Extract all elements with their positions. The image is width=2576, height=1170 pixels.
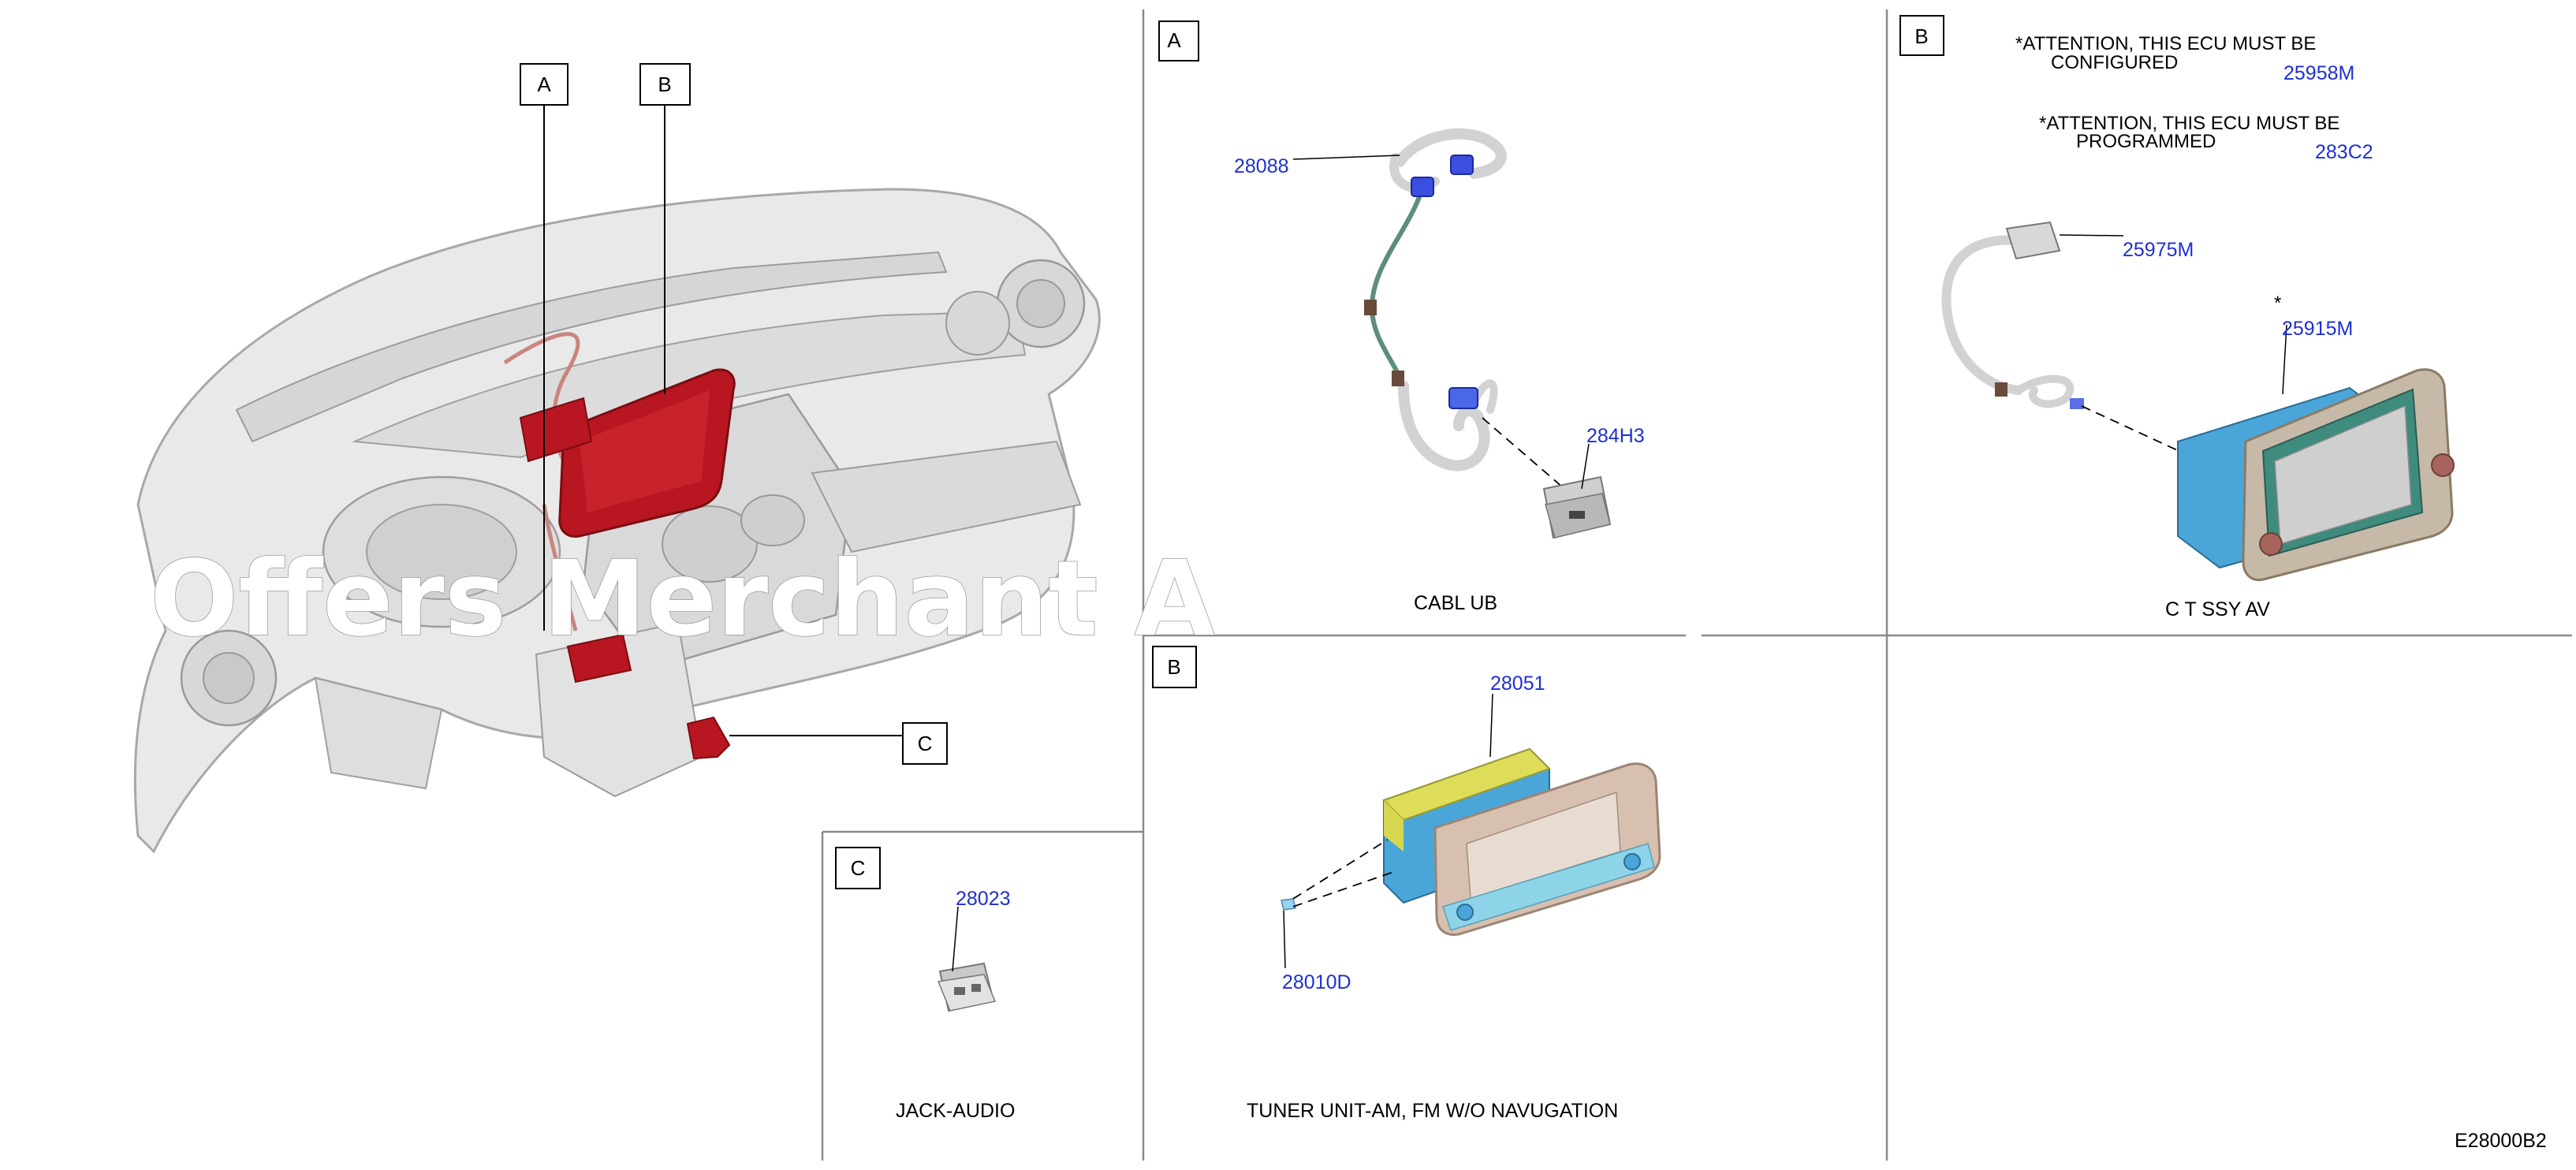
av-clip bbox=[1995, 382, 2007, 397]
jack-audio-part bbox=[937, 962, 997, 1012]
panel-b-top: B *ATTENTION, THIS ECU MUST BE CONFIGURE… bbox=[1899, 15, 2455, 620]
panel-b-bottom-caption: TUNER UNIT-AM, FM W/O NAVUGATION bbox=[1247, 1100, 1618, 1122]
clip-2 bbox=[1392, 371, 1404, 386]
panel-b-bottom-letter: B bbox=[1167, 655, 1180, 679]
callout-c-letter: C bbox=[918, 732, 933, 755]
overview-leader-lines bbox=[543, 105, 903, 736]
connector-blue-3 bbox=[1448, 387, 1478, 409]
panel-a-letter: A bbox=[1167, 28, 1181, 52]
clip-28010d-part bbox=[1281, 898, 1296, 911]
attention-programmed-line1: *ATTENTION, THIS ECU MUST BE bbox=[2039, 113, 2339, 134]
part-number-28010d: 28010D bbox=[1282, 971, 1351, 993]
panel-a-caption: CABL UB bbox=[1414, 592, 1497, 614]
panel-c-caption: JACK-AUDIO bbox=[896, 1100, 1015, 1122]
part-number-28088: 28088 bbox=[1234, 155, 1289, 177]
callout-b: B bbox=[639, 63, 691, 106]
part-number-25915m: 25915M bbox=[2282, 318, 2353, 340]
dashboard-overview-illustration bbox=[133, 188, 1101, 854]
av-connector-part bbox=[2005, 221, 2061, 260]
attention-programmed-line2: PROGRAMMED bbox=[2076, 131, 2216, 152]
av-plug bbox=[2070, 398, 2084, 409]
tuner-unit-part bbox=[1382, 747, 1661, 937]
callout-a: A bbox=[520, 63, 569, 106]
usb-cable-harness bbox=[1369, 128, 1507, 471]
part-number-25975m: 25975M bbox=[2123, 239, 2194, 261]
connector-blue-2 bbox=[1450, 155, 1474, 175]
panel-dividers bbox=[821, 9, 2572, 1161]
part-number-28051: 28051 bbox=[1490, 673, 1545, 695]
part-number-25958m: 25958M bbox=[2283, 62, 2354, 84]
connector-blue-1 bbox=[1411, 177, 1434, 197]
callout-b-letter: B bbox=[658, 73, 671, 96]
av-cable bbox=[1941, 235, 2075, 408]
part-number-28023: 28023 bbox=[956, 888, 1011, 910]
part-number-284h3: 284H3 bbox=[1586, 425, 1645, 447]
part-number-283c2: 283C2 bbox=[2315, 141, 2373, 163]
panel-c-letter: C bbox=[851, 856, 866, 880]
diagram-code: E28000B2 bbox=[2455, 1130, 2547, 1152]
panel-b-top-letter: B bbox=[1914, 24, 1928, 48]
programming-asterisk: * bbox=[2274, 292, 2281, 314]
watermark-text: Offers Merchant A bbox=[150, 538, 1215, 660]
callout-a-letter: A bbox=[537, 73, 551, 96]
attention-configured-line1: *ATTENTION, THIS ECU MUST BE bbox=[2015, 33, 2316, 54]
usb-port-part bbox=[1542, 475, 1612, 539]
panel-b-top-caption: C T SSY AV bbox=[2165, 598, 2270, 620]
clip-1 bbox=[1364, 300, 1377, 315]
panel-a: A 28088 284H3 CABL UB bbox=[1158, 20, 1645, 614]
panel-c: C 28023 JACK-AUDIO bbox=[835, 847, 1015, 1122]
panel-b-bottom: B 28051 28010D TUNER UNIT-AM, FM W/O NAV… bbox=[1152, 646, 1661, 1122]
attention-configured-line2: CONFIGURED bbox=[2051, 52, 2178, 73]
callout-c: C bbox=[902, 722, 948, 765]
av-head-unit-part bbox=[2177, 368, 2455, 582]
